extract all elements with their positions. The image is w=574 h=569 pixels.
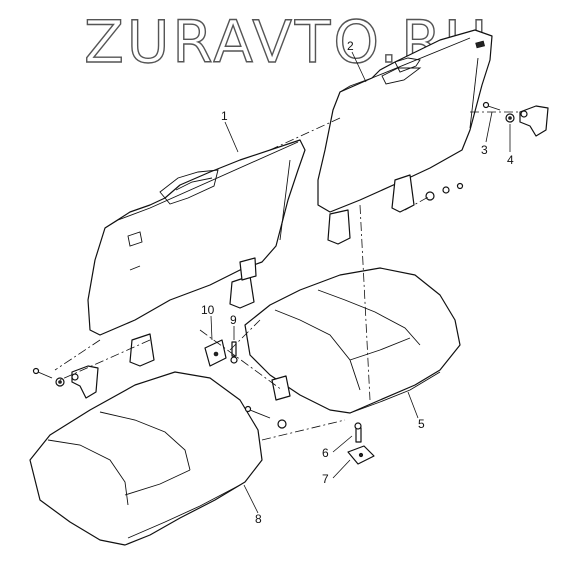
callout-9: 9	[230, 313, 237, 327]
callout-6: 6	[322, 446, 329, 460]
callout-4: 4	[507, 153, 514, 167]
seat-cushion-left	[29, 371, 263, 546]
hinge-bracket-right	[482, 101, 549, 137]
latch-plate	[204, 339, 227, 367]
hinge-bracket-left	[32, 365, 99, 399]
seat-cushion-right	[244, 267, 461, 414]
callout-7: 7	[322, 472, 329, 486]
latch-bolt	[230, 341, 238, 364]
center-bracket	[244, 375, 291, 429]
callout-8: 8	[255, 512, 262, 526]
callout-1: 1	[221, 109, 228, 123]
seat-back-left	[87, 139, 306, 367]
seat-back-right	[317, 29, 493, 245]
callout-10: 10	[201, 303, 215, 317]
callout-labels: 1 2 3 4 5 6 7 8 9 10	[201, 39, 514, 526]
callout-5: 5	[418, 417, 425, 431]
fasteners-right-back	[425, 182, 464, 201]
alignment-lines	[54, 111, 520, 441]
leader-lines	[210, 51, 511, 514]
floor-bracket	[347, 445, 375, 465]
floor-bolt	[354, 422, 362, 443]
callout-2: 2	[347, 39, 354, 53]
callout-3: 3	[481, 143, 488, 157]
